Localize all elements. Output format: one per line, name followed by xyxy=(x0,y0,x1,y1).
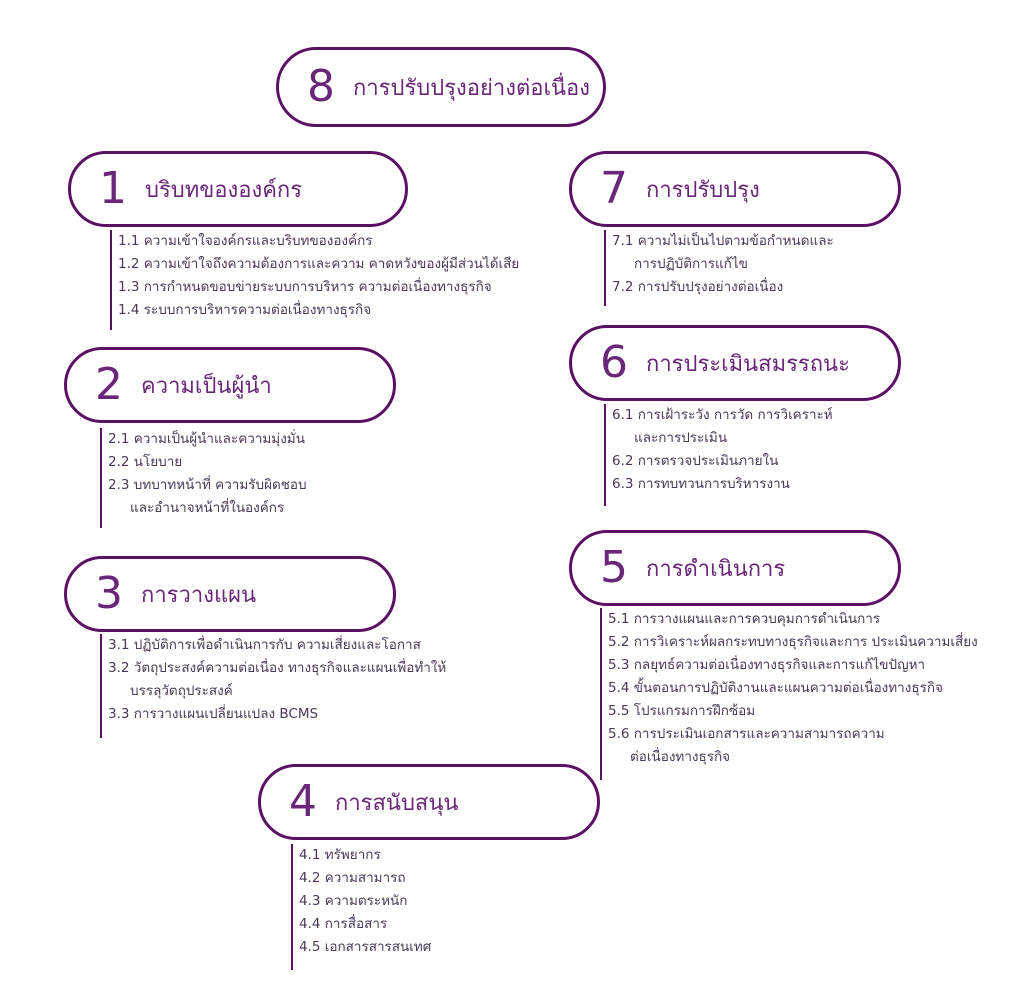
item-text: 4.1 ทรัพยากร xyxy=(299,847,381,863)
section-title: การปรับปรุงอย่างต่อเนื่อง xyxy=(353,75,590,101)
item-text: 3.3 การวางแผนเปลี่ยนแปลง BCMS xyxy=(108,706,319,722)
section-7-items: 7.1 ความไม่เป็นไปตามข้อกำหนดและการปฏิบัต… xyxy=(604,230,834,306)
list-item: 1.2 ความเข้าใจถึงความต้องการและความ คาดห… xyxy=(118,253,519,276)
item-text: 5.1 การวางแผนและการควบคุมการดำเนินการ xyxy=(608,611,881,627)
section-6-items: 6.1 การเฝ้าระวัง การวัด การวิเคราะห์และก… xyxy=(604,404,833,506)
section-title: การประเมินสมรรถนะ xyxy=(646,351,850,377)
section-title: การดำเนินการ xyxy=(646,556,786,582)
item-text: 1.2 ความเข้าใจถึงความต้องการและความ คาดห… xyxy=(118,256,520,272)
list-item: 5.2 การวิเคราะห์ผลกระทบทางธุรกิจและการ ป… xyxy=(608,631,978,654)
section-5-items: 5.1 การวางแผนและการควบคุมการดำเนินการ 5.2… xyxy=(600,608,978,780)
pill-section-7: 7 การปรับปรุง xyxy=(569,151,901,227)
item-text: 7.2 การปรับปรุงอย่างต่อเนื่อง xyxy=(612,279,784,295)
item-text: 3.1 ปฏิบัติการเพื่อดำเนินการกับ ความเสี่… xyxy=(108,637,421,653)
pill-section-5: 5 การดำเนินการ xyxy=(569,530,901,606)
list-item: 2.1 ความเป็นผู้นำและความมุ่งมั่น xyxy=(108,428,307,451)
list-item: 6.2 การตรวจประเมินภายใน xyxy=(612,450,833,473)
list-item: 5.6 การประเมินเอกสารและความสามารถความต่อ… xyxy=(608,723,978,769)
item-text: 5.4 ขั้นตอนการปฏิบัติงานและแผนความต่อเนื… xyxy=(608,680,943,696)
item-text: 6.1 การเฝ้าระวัง การวัด การวิเคราะห์ xyxy=(612,407,833,423)
item-text: 4.4 การสื่อสาร xyxy=(299,916,388,932)
section-title: การวางแผน xyxy=(141,582,257,608)
list-item: 4.3 ความตระหนัก xyxy=(299,890,431,913)
item-text: 4.5 เอกสารสารสนเทศ xyxy=(299,939,432,955)
item-text: 5.5 โปรแกรมการฝึกซ้อม xyxy=(608,703,756,719)
section-title: บริบทขององค์กร xyxy=(145,177,303,203)
item-text: 4.3 ความตระหนัก xyxy=(299,893,408,909)
section-number: 3 xyxy=(95,568,123,619)
section-title: ความเป็นผู้นำ xyxy=(141,373,272,399)
item-text-continued: และอำนาจหน้าที่ในองค์กร xyxy=(130,500,285,516)
item-text: 2.1 ความเป็นผู้นำและความมุ่งมั่น xyxy=(108,431,305,447)
section-title: การปรับปรุง xyxy=(646,177,760,203)
list-item: 6.3 การทบทวนการบริหารงาน xyxy=(612,473,833,496)
pill-section-4: 4 การสนับสนุน xyxy=(258,764,600,840)
list-item: 2.3 บทบาทหน้าที่ ความรับผิดชอบและอำนาจหน… xyxy=(108,474,307,520)
item-text: 5.6 การประเมินเอกสารและความสามารถความ xyxy=(608,726,885,742)
item-text-continued: การปฏิบัติการแก้ไข xyxy=(634,256,748,272)
section-4-items: 4.1 ทรัพยากร 4.2 ความสามารถ 4.3 ความตระหนั… xyxy=(291,844,431,970)
list-item: 2.2 นโยบาย xyxy=(108,451,307,474)
item-text: 4.2 ความสามารถ xyxy=(299,870,406,886)
list-item: 4.4 การสื่อสาร xyxy=(299,913,431,936)
section-number: 7 xyxy=(600,163,628,214)
item-text: 1.3 การกำหนดขอบข่ายระบบการบริหาร ความต่อ… xyxy=(118,279,492,295)
item-text: 2.2 นโยบาย xyxy=(108,454,183,470)
item-text-continued: ต่อเนื่องทางธุรกิจ xyxy=(630,749,731,765)
item-text: 1.4 ระบบการบริหารความต่อเนื่องทางธุรกิจ xyxy=(118,302,372,318)
list-item: 5.5 โปรแกรมการฝึกซ้อม xyxy=(608,700,978,723)
item-text: 3.2 วัตถุประสงค์ความต่อเนื่อง ทางธุรกิจแ… xyxy=(108,660,447,676)
list-item: 3.2 วัตถุประสงค์ความต่อเนื่อง ทางธุรกิจแ… xyxy=(108,657,446,703)
section-number: 5 xyxy=(600,542,628,593)
section-number: 1 xyxy=(99,163,127,214)
pill-section-3: 3 การวางแผน xyxy=(64,556,396,632)
list-item: 7.1 ความไม่เป็นไปตามข้อกำหนดและการปฏิบัต… xyxy=(612,230,834,276)
list-item: 1.1 ความเข้าใจองค์กรและบริบทขององค์กร xyxy=(118,230,519,253)
list-item: 4.2 ความสามารถ xyxy=(299,867,431,890)
list-item: 5.1 การวางแผนและการควบคุมการดำเนินการ xyxy=(608,608,978,631)
pill-section-1: 1 บริบทขององค์กร xyxy=(68,151,408,227)
list-item: 4.5 เอกสารสารสนเทศ xyxy=(299,936,431,959)
section-2-items: 2.1 ความเป็นผู้นำและความมุ่งมั่น 2.2 นโยบ… xyxy=(100,428,307,528)
list-item: 3.1 ปฏิบัติการเพื่อดำเนินการกับ ความเสี่… xyxy=(108,634,446,657)
section-number: 4 xyxy=(289,776,317,827)
list-item: 6.1 การเฝ้าระวัง การวัด การวิเคราะห์และก… xyxy=(612,404,833,450)
list-item: 5.4 ขั้นตอนการปฏิบัติงานและแผนความต่อเนื… xyxy=(608,677,978,700)
list-item: 1.4 ระบบการบริหารความต่อเนื่องทางธุรกิจ xyxy=(118,299,519,322)
pill-section-2: 2 ความเป็นผู้นำ xyxy=(64,347,396,423)
item-text: 7.1 ความไม่เป็นไปตามข้อกำหนดและ xyxy=(612,233,834,249)
section-3-items: 3.1 ปฏิบัติการเพื่อดำเนินการกับ ความเสี่… xyxy=(100,634,446,738)
pill-section-6: 6 การประเมินสมรรถนะ xyxy=(569,325,901,401)
item-text: 6.3 การทบทวนการบริหารงาน xyxy=(612,476,790,492)
section-number: 2 xyxy=(95,359,123,410)
item-text: 6.2 การตรวจประเมินภายใน xyxy=(612,453,779,469)
list-item: 1.3 การกำหนดขอบข่ายระบบการบริหาร ความต่อ… xyxy=(118,276,519,299)
item-text: 2.3 บทบาทหน้าที่ ความรับผิดชอบ xyxy=(108,477,307,493)
pill-section-8: 8 การปรับปรุงอย่างต่อเนื่อง xyxy=(276,47,606,127)
item-text-continued: และการประเมิน xyxy=(634,430,728,446)
list-item: 5.3 กลยุทธ์ความต่อเนื่องทางธุรกิจและการแ… xyxy=(608,654,978,677)
section-number: 8 xyxy=(307,61,335,112)
list-item: 7.2 การปรับปรุงอย่างต่อเนื่อง xyxy=(612,276,834,299)
list-item: 3.3 การวางแผนเปลี่ยนแปลง BCMS xyxy=(108,703,446,726)
section-title: การสนับสนุน xyxy=(335,790,459,816)
list-item: 4.1 ทรัพยากร xyxy=(299,844,431,867)
item-text: 5.2 การวิเคราะห์ผลกระทบทางธุรกิจและการ ป… xyxy=(608,634,978,650)
section-number: 6 xyxy=(600,337,628,388)
item-text: 5.3 กลยุทธ์ความต่อเนื่องทางธุรกิจและการแ… xyxy=(608,657,926,673)
item-text-continued: บรรลุวัตถุประสงค์ xyxy=(130,683,233,699)
section-1-items: 1.1 ความเข้าใจองค์กรและบริบทขององค์กร 1.2… xyxy=(110,230,519,330)
item-text: 1.1 ความเข้าใจองค์กรและบริบทขององค์กร xyxy=(118,233,373,249)
